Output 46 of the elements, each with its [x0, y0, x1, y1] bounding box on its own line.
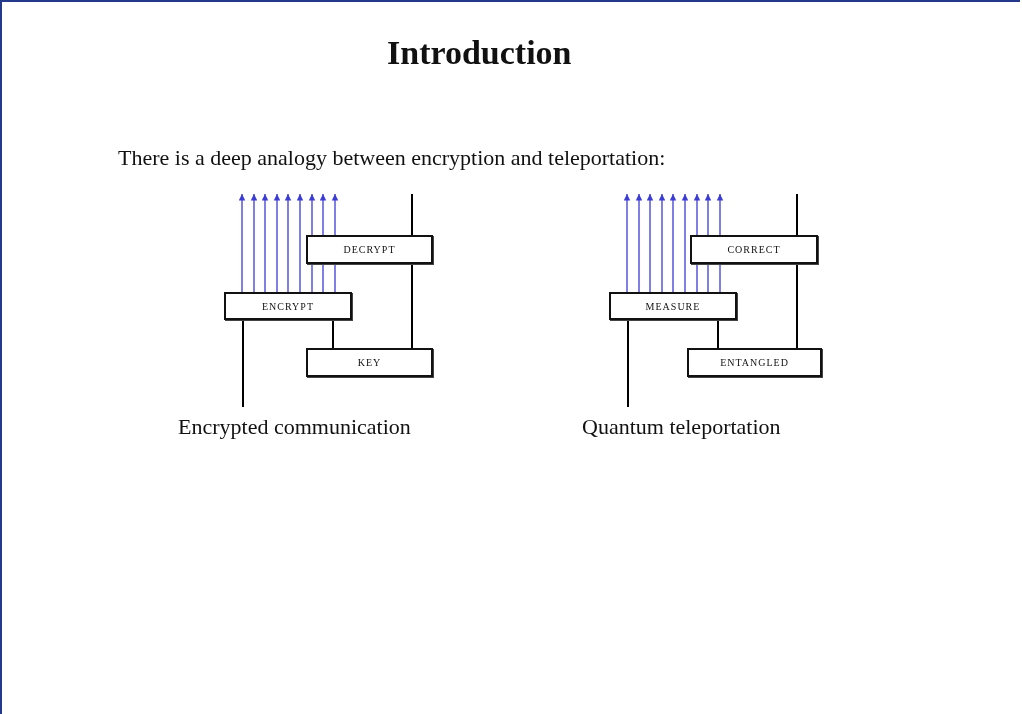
process-box — [306, 235, 433, 264]
connector-line — [411, 193, 413, 236]
process-box — [690, 235, 818, 264]
arrow — [261, 193, 269, 293]
arrow — [669, 193, 677, 293]
arrow — [284, 193, 292, 293]
arrow — [623, 193, 631, 293]
connector-line — [242, 319, 244, 408]
heading: Introduction — [387, 34, 572, 72]
arrow — [273, 193, 281, 293]
arrow — [693, 193, 701, 293]
arrow — [635, 193, 643, 293]
arrow — [296, 193, 304, 293]
arrow — [308, 193, 316, 293]
intro-sentence: There is a deep analogy between encryption and teleportation: — [118, 145, 666, 171]
arrow — [658, 193, 666, 293]
connector-line — [332, 319, 334, 349]
process-box — [609, 292, 737, 320]
process-box — [224, 292, 352, 320]
box-label: ENCRYPT — [262, 300, 314, 312]
connector-line — [707, 263, 709, 293]
arrow — [250, 193, 258, 293]
connector-line — [334, 263, 336, 293]
arrow — [646, 193, 654, 293]
box-label: DECRYPT — [343, 244, 396, 255]
box-label: ENTANGLED — [720, 357, 789, 368]
connector-line — [411, 263, 413, 349]
diagram-caption: Encrypted communication — [178, 414, 411, 440]
connector-line — [796, 263, 798, 349]
arrow — [704, 193, 712, 236]
arrow — [319, 193, 327, 236]
box-label: CORRECT — [727, 244, 781, 255]
arrow — [331, 193, 339, 236]
box-label: KEY — [357, 357, 382, 368]
connector-line — [796, 193, 798, 236]
process-box — [687, 348, 822, 377]
diagram-caption: Quantum teleportation — [582, 414, 781, 440]
box-label: MEASURE — [645, 300, 701, 312]
connector-line — [717, 319, 719, 349]
process-box — [306, 348, 433, 377]
connector-line — [322, 263, 324, 293]
connector-line — [719, 263, 721, 293]
arrow — [716, 193, 724, 236]
arrow — [681, 193, 689, 293]
connector-line — [627, 319, 629, 408]
arrow — [238, 193, 246, 293]
